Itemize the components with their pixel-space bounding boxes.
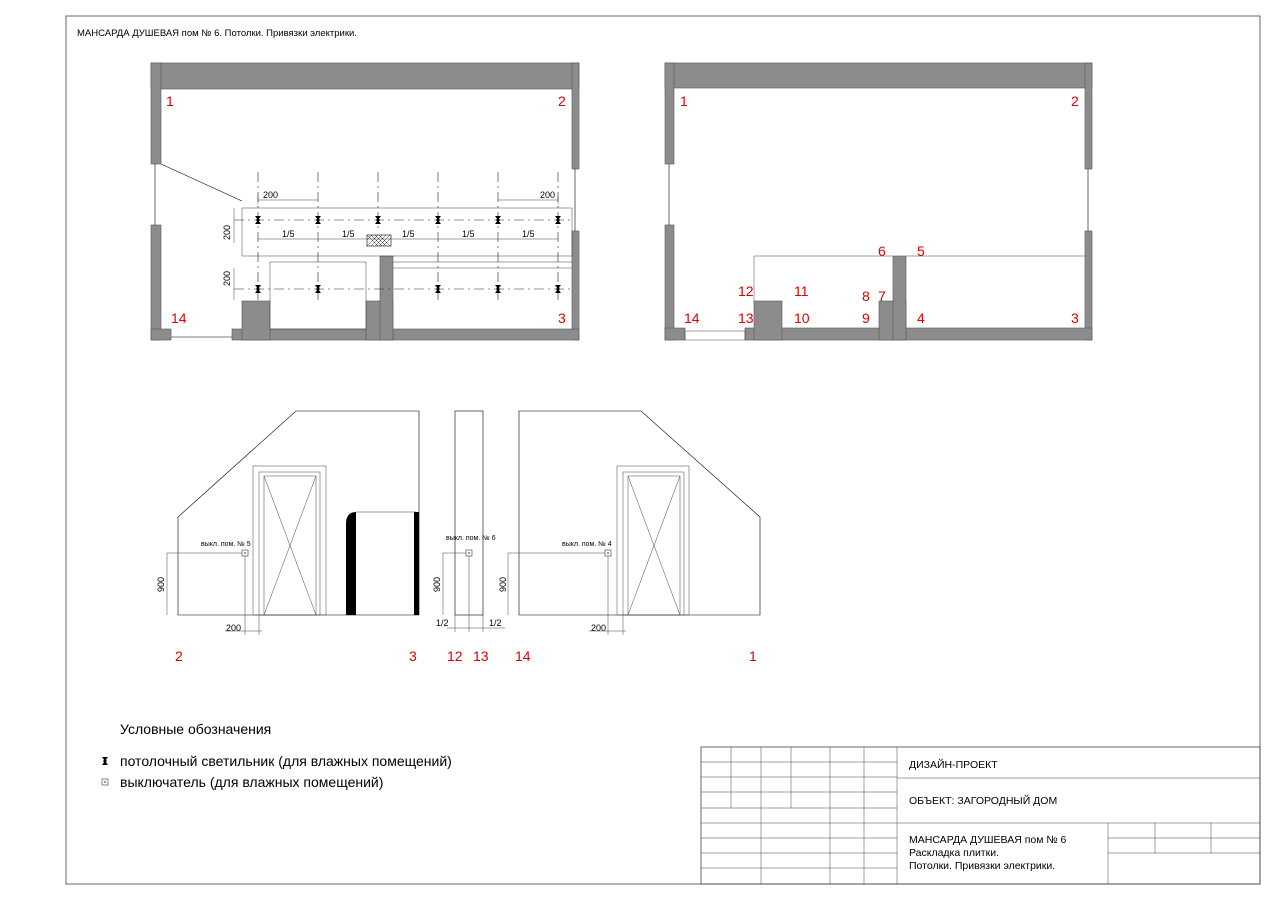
- ceiling-light-icon: [435, 285, 441, 293]
- corner-mark: 10: [794, 310, 810, 326]
- corner-mark: 14: [171, 310, 187, 326]
- switch-icon: [604, 549, 612, 557]
- dim-fraction: 1/5: [462, 229, 475, 239]
- ceiling-light-icon: [375, 216, 381, 224]
- title-block: ДИЗАЙН-ПРОЕКТ ОБЪЕКТ: ЗАГОРОДНЫЙ ДОМ МАН…: [700, 746, 1261, 885]
- corner-mark: 12: [447, 648, 463, 664]
- switch-icon: [241, 549, 249, 557]
- ceiling-light-icon: [555, 285, 561, 293]
- legend-title: Условные обозначения: [120, 721, 271, 737]
- corner-mark: 2: [175, 648, 183, 664]
- corner-mark: 2: [1071, 93, 1079, 109]
- legend-item-label: выключатель (для влажных помещений): [120, 774, 383, 790]
- switch-label: выкл. пом. № 5: [201, 541, 251, 548]
- title-block-object: ОБЪЕКТ: ЗАГОРОДНЫЙ ДОМ: [909, 794, 1057, 807]
- ceiling-light-icon: [255, 216, 261, 224]
- dim-fraction: 1/5: [342, 229, 355, 239]
- dim-fraction: 1/5: [402, 229, 415, 239]
- elevation-middle: выкл. пом. № 6 900 1/2 1/2 12 13: [432, 410, 505, 664]
- dim-fraction: 1/5: [282, 229, 295, 239]
- title-block-sheet-line: Раскладка плитки.: [909, 847, 999, 859]
- ceiling-light-icon: [315, 216, 321, 224]
- dim-offset-left: 200: [263, 190, 278, 200]
- elevation-right: выкл. пом. № 4 900 200 14 1: [498, 410, 761, 664]
- corner-mark: 2: [558, 93, 566, 109]
- elevation-left: выкл. пом. № 5 900 200 2 3: [156, 410, 420, 664]
- switch-label: выкл. пом. № 6: [446, 535, 496, 542]
- dim-offset-right: 200: [540, 190, 555, 200]
- corner-mark: 1: [749, 648, 757, 664]
- sheet-title: МАНСАРДА ДУШЕВАЯ пом № 6. Потолки. Привя…: [77, 28, 357, 39]
- ceiling-light-icon: [315, 285, 321, 293]
- corner-mark: 11: [794, 283, 809, 299]
- dim-height: 900: [432, 577, 442, 592]
- corner-mark: 13: [738, 310, 754, 326]
- legend: Условные обозначения потолочный светильн…: [101, 721, 452, 790]
- corner-mark: 14: [684, 310, 700, 326]
- corner-mark: 1: [166, 93, 174, 109]
- ceiling-light-icon: [435, 216, 441, 224]
- corner-mark: 13: [473, 648, 489, 664]
- corner-mark: 3: [558, 310, 566, 326]
- corner-mark: 7: [878, 288, 886, 304]
- corner-mark: 14: [515, 648, 531, 664]
- ceiling-light-icon: [495, 216, 501, 224]
- dim-offset: 200: [226, 623, 241, 633]
- corner-mark: 3: [1071, 310, 1079, 326]
- switch-label: выкл. пом. № 4: [562, 541, 612, 548]
- plan-ceiling: 200 200 200 200 1/5 1/5 1/5 1/5 1/5 1 2 …: [150, 62, 580, 341]
- dim-offset: 200: [591, 623, 606, 633]
- corner-mark: 12: [738, 283, 754, 299]
- ceiling-light-icon: [555, 216, 561, 224]
- ceiling-light-icon: [255, 285, 261, 293]
- corner-mark: 6: [878, 243, 886, 259]
- ceiling-light-icon: [495, 285, 501, 293]
- dim-height: 900: [498, 577, 508, 592]
- ceiling-light-icon: [102, 757, 108, 765]
- dim-row-h2: 200: [222, 271, 232, 286]
- switch-icon: [101, 778, 109, 786]
- plan-tiles: 1 2 3 4 5 6 7 8 9 10 11 12 13 14: [664, 62, 1093, 341]
- title-block-design: ДИЗАЙН-ПРОЕКТ: [909, 758, 998, 771]
- title-block-sheet-line: МАНСАРДА ДУШЕВАЯ пом № 6: [909, 834, 1067, 846]
- dim-fraction: 1/5: [522, 229, 535, 239]
- legend-item-label: потолочный светильник (для влажных помещ…: [120, 753, 452, 769]
- dim-row-h1: 200: [222, 225, 232, 240]
- title-block-sheet-line: Потолки. Привязки электрики.: [909, 860, 1055, 872]
- corner-mark: 1: [680, 93, 688, 109]
- corner-mark: 4: [917, 310, 925, 326]
- corner-mark: 5: [917, 243, 925, 259]
- corner-mark: 9: [862, 310, 870, 326]
- corner-mark: 3: [409, 648, 417, 664]
- dim-half: 1/2: [489, 618, 502, 628]
- dim-half: 1/2: [436, 618, 449, 628]
- corner-mark: 8: [862, 288, 870, 304]
- sheet-frame: [65, 15, 1261, 885]
- dim-height: 900: [156, 577, 166, 592]
- switch-icon: [465, 549, 473, 557]
